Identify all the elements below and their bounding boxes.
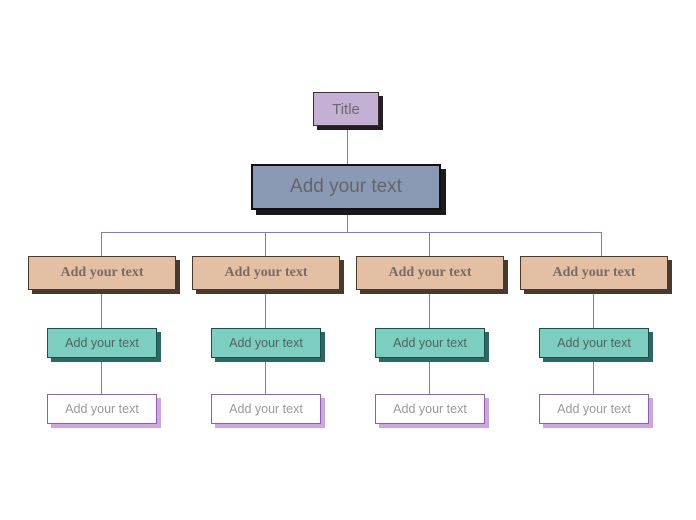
node-tan-1[interactable]: Add your text [28,256,176,290]
node-teal-3[interactable]: Add your text [375,328,485,358]
connector-bus-drop-4 [601,232,602,256]
connector-teal-to-white-2 [265,358,266,396]
node-white-1[interactable]: Add your text [47,394,157,424]
connector-teal-to-white-4 [593,358,594,396]
connector-teal-to-white-1 [101,358,102,396]
node-white-2[interactable]: Add your text [211,394,321,424]
connector-horizontal-bus [101,232,601,233]
node-teal-4[interactable]: Add your text [539,328,649,358]
connector-tan-to-teal-2 [265,290,266,330]
node-tan-2[interactable]: Add your text [192,256,340,290]
node-tan-4[interactable]: Add your text [520,256,668,290]
connector-tan-to-teal-4 [593,290,594,330]
node-main-add-your-text[interactable]: Add your text [251,164,441,210]
node-teal-1[interactable]: Add your text [47,328,157,358]
connector-main-to-bus [347,210,348,233]
connector-bus-drop-2 [265,232,266,256]
connector-tan-to-teal-1 [101,290,102,330]
connector-bus-drop-1 [101,232,102,256]
connector-tan-to-teal-3 [429,290,430,330]
connector-teal-to-white-3 [429,358,430,396]
node-tan-3[interactable]: Add your text [356,256,504,290]
node-teal-2[interactable]: Add your text [211,328,321,358]
node-title[interactable]: Title [313,92,379,126]
connector-title-to-main [347,126,348,166]
node-white-3[interactable]: Add your text [375,394,485,424]
connector-bus-drop-3 [429,232,430,256]
node-white-4[interactable]: Add your text [539,394,649,424]
